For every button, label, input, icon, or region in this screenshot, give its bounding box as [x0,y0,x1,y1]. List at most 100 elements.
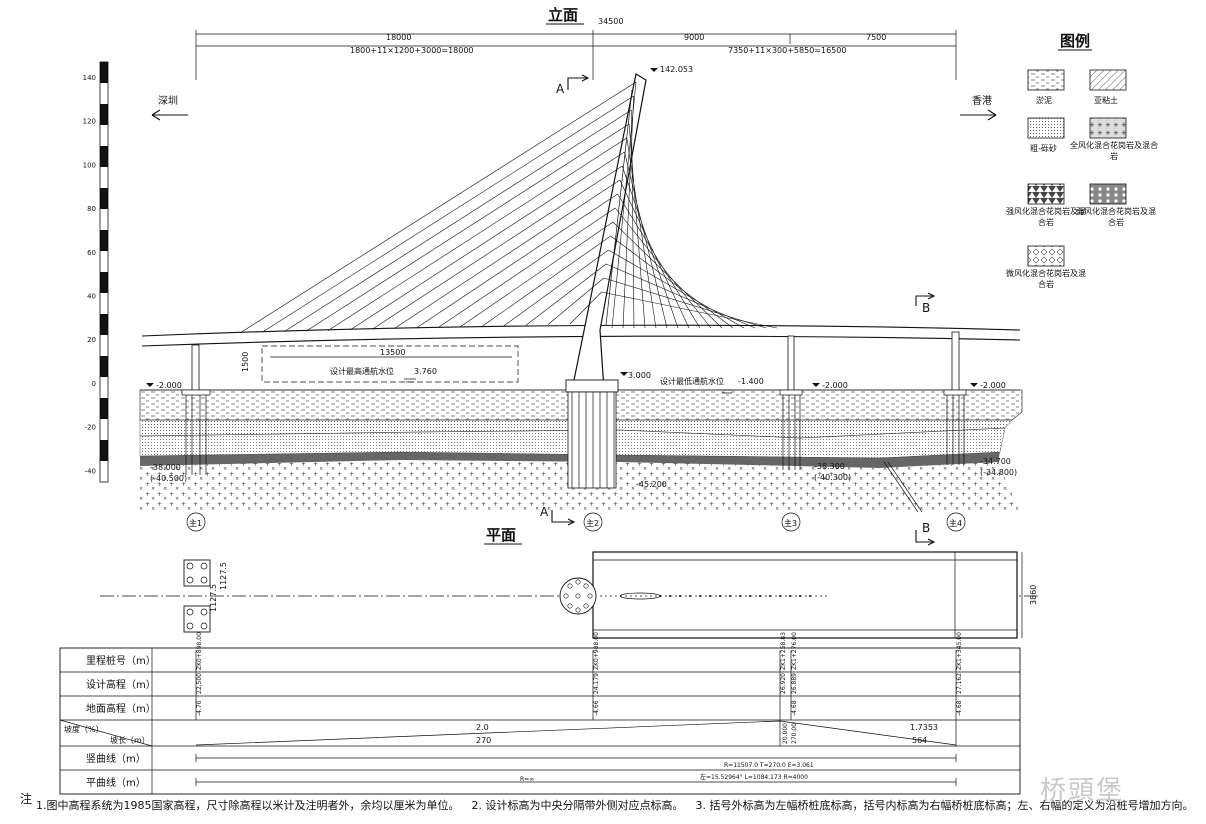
clearance-height: 1500 [241,352,250,372]
profile-table [59,647,1021,795]
ground-elev-2: -4.66 [593,700,600,716]
section-mark-a-top: A [556,82,565,96]
pile-tip-p3-alt: (-40.300) [814,473,851,482]
section-mark-b-top: B [922,301,930,315]
ground-elev-3: -4.68 [791,700,798,716]
legend-swatch-micro-weathered [1027,245,1065,267]
pier-1-plan-cap-bottom [183,605,211,633]
main-span-cable [605,263,756,329]
legend-swatch-weak-weathered [1089,183,1127,205]
low-water-value: -1.400 [738,377,764,386]
ruler-label: -20 [85,424,96,432]
ground-elev-4: -4.68 [956,700,963,716]
row-label-grade: 坡度（%） [64,724,104,734]
back-stay-cable [547,277,604,325]
legend-label-full-weathered: 全风化混合花岗岩及混合岩 [1070,141,1158,161]
ruler-label: 20 [87,336,96,344]
row-label-vertical: 竖曲线（m） [86,752,146,765]
back-stay-cable [481,235,611,327]
svg-text:主3: 主3 [784,518,797,528]
station-column-lines [195,650,957,746]
back-stay-cable [261,95,634,333]
pier-3 [779,335,803,470]
back-stay-cable [327,137,627,331]
grade-profile [195,720,957,746]
ground-left-level: -2.000 [156,381,182,390]
main-span-cable [601,291,778,329]
legend-swatch-full-weathered [1089,117,1127,139]
plan-width: 3860 [1029,585,1038,605]
notes: 1.图中高程系统为1985国家高程，尺寸除高程以米计及注明者外，余均以厘米为单位… [36,797,1194,813]
ruler-label: -40 [85,467,96,475]
tower-plan-foundation [559,577,597,615]
grade-1: 2.0 [476,723,489,732]
row-label-horizontal: 平曲线（m） [86,776,146,789]
back-stay-cable [415,193,618,329]
pile-tip-right-alt: (-34.800) [980,468,1017,477]
legend-label-strong-weathered: 强风化混合花岗岩及混合岩 [1006,207,1086,227]
tower-top-level: 142.053 [660,65,693,74]
elevation-title: 立面 [548,6,578,24]
station-1: ZK0+898.00 [196,632,203,670]
legend-label-micro-weathered: 微风化混合花岗岩及混合岩 [1006,269,1086,289]
pile-tip-p3: -38.300 [814,462,845,471]
back-stay-cable [525,263,607,326]
ground-elev-1: -4.70 [196,700,203,716]
svg-text:主4: 主4 [949,518,962,528]
svg-text:主2: 主2 [586,518,599,528]
ruler-label: 140 [83,74,96,82]
legend-swatch-sand [1027,117,1065,139]
back-stay-cable [437,207,616,328]
horizontal-curve-right: 左=15.52964° L=1084.173 R=4000 [700,773,808,781]
grade-2: 20.000 [782,723,789,744]
svg-text:主1: 主1 [189,518,202,528]
design-elev-3: 26.920 [780,673,787,694]
main-span-cable [608,249,745,329]
arrow-left-icon [151,109,188,121]
right-span-detail: 7350+11×300+5850=16500 [728,46,846,55]
pile-tip-tower: -45.200 [636,480,667,489]
section-mark-a-bottom: A [540,505,549,519]
ruler-label: 100 [83,161,96,169]
ruler-label: 60 [87,249,96,257]
pier-2-tower-foundation [565,379,619,489]
back-stay-cable [393,179,621,330]
legend-swatch-silt [1027,69,1065,91]
station-2: ZK0+988.00 [593,632,600,670]
pile-tip-right: -34.700 [980,457,1011,466]
pier-4 [943,331,967,465]
ruler-label: 80 [87,205,96,213]
ruler-label: 0 [92,380,96,388]
back-stay-cable [349,151,625,331]
row-label-station: 里程桩号（m） [86,654,156,667]
row-label-design-elev: 设计高程（m） [86,678,156,691]
grade-length-1: 270 [476,736,491,745]
design-elev-5: 27.162 [956,673,963,694]
right-span-dim: 7500 [866,33,886,42]
pier-label-2: 主2 [583,512,603,532]
low-water-label: 设计最低通航水位 [660,376,724,386]
back-stay-cable [569,291,602,325]
pier-label-4: 主4 [946,512,966,532]
section-mark-b-bottom: B [922,521,930,535]
pile-tip-left: -38.000 [150,463,181,472]
stay-cables [239,81,778,334]
pile-spacing-a: 1127.5 [209,584,218,612]
back-stay-cable [371,165,623,330]
pier-1 [181,344,211,475]
mid-span-dim: 9000 [684,33,704,42]
high-water-label: 设计最高通航水位 [330,366,394,376]
grade-length-2: 270.00 [791,723,798,744]
pile-spacing-b: 1127.5 [219,562,228,590]
main-span-cable [610,235,734,329]
design-elev-2: 24.179 [593,673,600,694]
pier-label-1: 主1 [186,512,206,532]
pile-tip-left-alt: (-40.500) [150,474,187,483]
row-label-length: 坡长（m） [110,735,150,745]
legend-swatch-clay [1089,69,1127,91]
grade-3: 1.7353 [910,723,938,732]
navigation-clearance [261,345,519,383]
pylon [571,73,647,391]
pier-1-plan-cap-top [183,559,211,587]
